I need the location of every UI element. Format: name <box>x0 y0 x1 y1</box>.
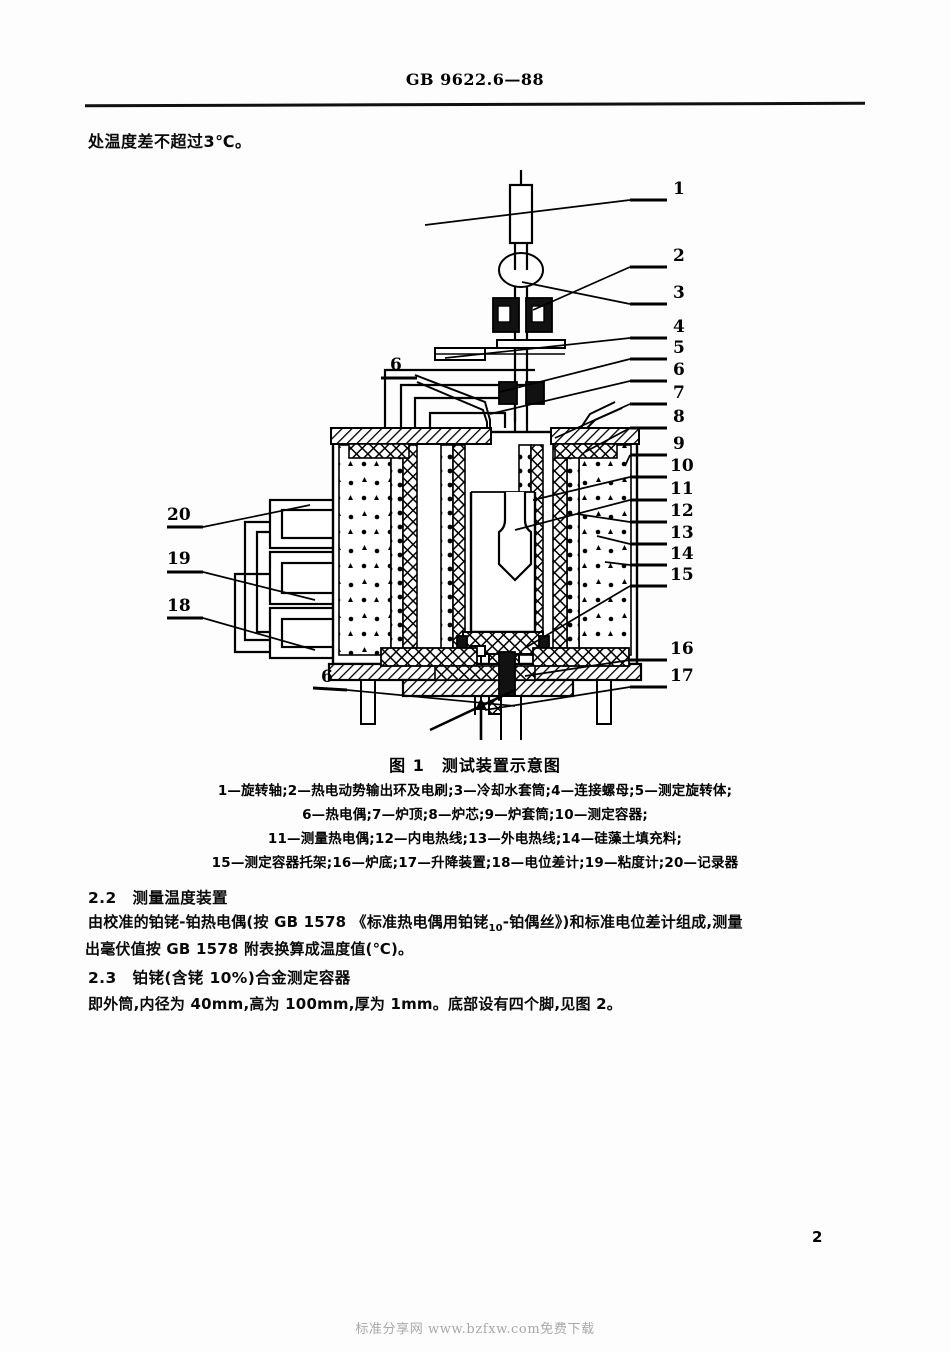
diatomite-filler <box>338 444 632 656</box>
callout-leaders-right <box>424 198 667 711</box>
figure-legend-line-3: 11—测量热电偶;12—内电热线;13—外电热线;14—硅藻土填充料; <box>267 831 683 847</box>
rotor-body <box>497 492 533 582</box>
figure-legend-line-4: 15—测定容器托架;16—炉底;17—升降装置;18—电位差计;19—粘度计;2… <box>211 855 739 871</box>
figure-caption: 图 1 测试装置示意图 <box>389 756 561 775</box>
section-2-2-paragraph-1: 由校准的铂铑-铂热电偶(按 GB 1578 《标准热电偶用铂铑10-铂偶丝》)和… <box>88 911 743 934</box>
callout-5: 5 <box>673 338 685 358</box>
lead-paragraph: 处温度差不超过3℃。 <box>88 132 252 151</box>
furnace-core-wall <box>402 444 568 656</box>
callout-10: 10 <box>670 456 694 476</box>
footer-watermark: 标准分享网 www.bzfxw.com免费下载 <box>355 1322 595 1337</box>
callout-leaders-left <box>167 376 516 707</box>
section-2-2-paragraph-1-part-1: 由校准的铂铑-铂热电偶(按 GB 1578 《标准热电偶用铂铑 <box>88 913 489 931</box>
callout-20: 20 <box>167 505 191 525</box>
section-2-2-paragraph-1-part-2: -铂偶丝》)和标准电位差计组成,测量 <box>502 913 743 931</box>
callout-13: 13 <box>670 523 694 543</box>
callout-19: 19 <box>167 549 191 569</box>
lifting-device <box>429 688 516 740</box>
page-number: 2 <box>812 1228 823 1246</box>
platinum-rhodium-subscript: 10 <box>488 923 503 934</box>
header-rule <box>84 101 866 108</box>
callout-6-lower: 6 <box>321 667 333 687</box>
figure-legend-line-2: 6—热电偶;7—炉顶;8—炉芯;9—炉套筒;10—测定容器; <box>302 807 648 823</box>
section-2-2-heading: 2.2 测量温度装置 <box>88 889 228 907</box>
callout-1: 1 <box>673 179 685 199</box>
callout-3: 3 <box>673 283 685 303</box>
figure-1-apparatus-diagram: 1 2 3 4 5 6 7 8 9 10 11 12 13 14 15 16 1… <box>85 170 865 740</box>
callout-6-upper: 6 <box>390 355 402 375</box>
standard-code-header: GB 9622.6—88 <box>405 70 545 89</box>
section-2-3-paragraph-1: 即外筒,内径为 40mm,高为 100mm,厚为 1mm。底部设有四个脚,见图 … <box>88 995 622 1013</box>
callout-number-labels: 1 2 3 4 5 6 7 8 9 10 11 12 13 14 15 16 1… <box>167 179 694 687</box>
callout-11: 11 <box>670 479 694 499</box>
callout-8: 8 <box>673 407 685 427</box>
callout-17: 17 <box>670 666 694 686</box>
callout-16: 16 <box>670 639 694 659</box>
callout-7: 7 <box>673 383 685 403</box>
callout-18: 18 <box>167 596 191 616</box>
callout-6: 6 <box>673 360 685 380</box>
instrument-wiring <box>233 520 270 654</box>
callout-12: 12 <box>670 501 694 521</box>
section-2-2-paragraph-2: 出毫伏值按 GB 1578 附表换算成温度值(℃)。 <box>85 940 414 958</box>
callout-15: 15 <box>670 565 694 585</box>
section-2-3-heading: 2.3 铂铑(含铑 10%)合金测定容器 <box>88 969 351 987</box>
furnace-bottom <box>327 647 643 698</box>
slip-ring-brush <box>498 252 544 288</box>
connecting-nut <box>498 381 545 405</box>
figure-legend-line-1: 1—旋转轴;2—热电动势输出环及电刷;3—冷却水套筒;4—连接螺母;5—测定旋转… <box>217 783 733 799</box>
callout-14: 14 <box>670 544 694 564</box>
callout-2: 2 <box>673 246 685 266</box>
cooling-water-jacket <box>492 297 553 333</box>
callout-9: 9 <box>673 434 685 454</box>
apparatus-schematic-svg: 1 2 3 4 5 6 7 8 9 10 11 12 13 14 15 16 1… <box>167 170 694 740</box>
callout-4: 4 <box>673 317 685 337</box>
